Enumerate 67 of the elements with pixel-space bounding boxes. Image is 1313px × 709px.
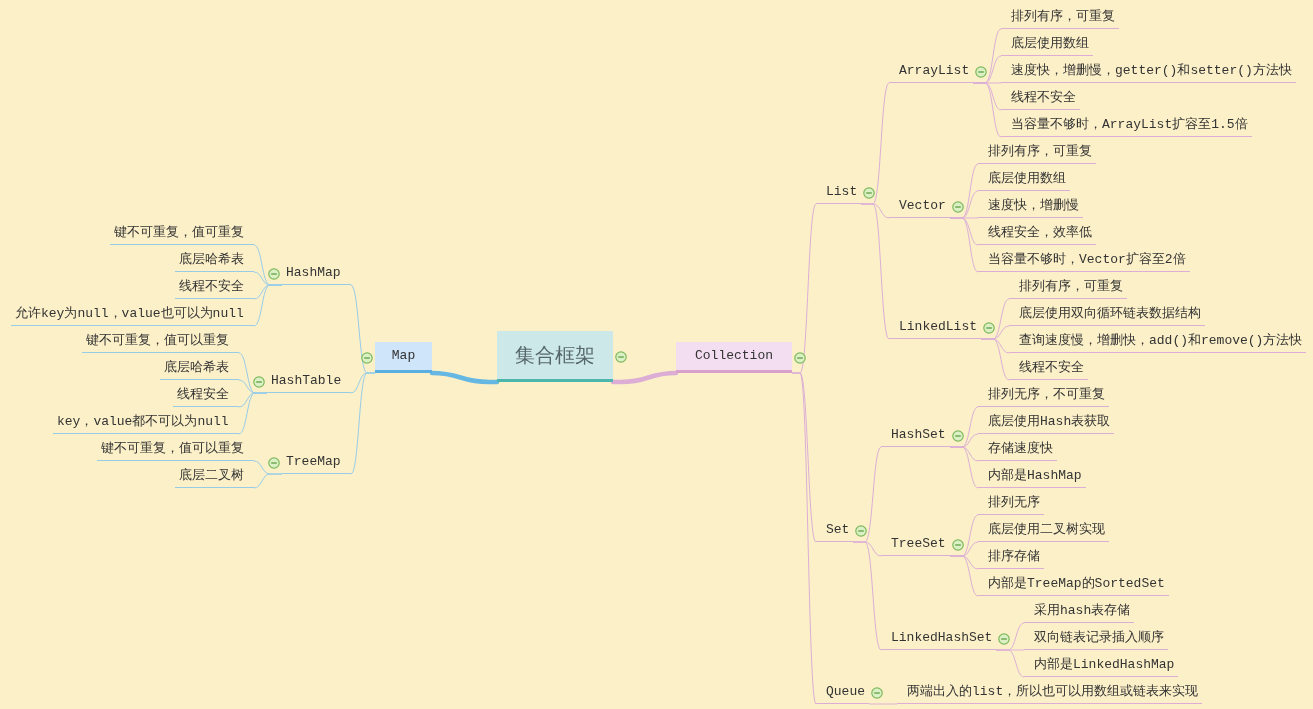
topic-label: LinkedHashSet (881, 628, 997, 650)
branch-line (238, 392, 268, 435)
branch-line (791, 372, 817, 705)
branch-line (995, 649, 1025, 678)
subtopic-label: 允许key为null，value也可以为null (11, 304, 254, 326)
subtopic-label: 排列有序，可重复 (1009, 277, 1127, 299)
subtopic-label: 线程安全 (173, 385, 239, 407)
branch-line (868, 703, 898, 705)
subtopic-label: 排列无序，不可重复 (978, 385, 1109, 407)
subtopic-label: 底层使用数组 (1001, 34, 1093, 56)
subtopic-label: 底层使用数组 (978, 169, 1070, 191)
branch-line (949, 555, 979, 597)
subtopic-label: 两端出入的list，所以也可以用数组或链表来实现 (897, 682, 1203, 704)
topic-label: Queue (816, 682, 869, 704)
subtopic-label: 底层使用二叉树实现 (978, 520, 1109, 542)
subtopic-label: 速度快，增删慢 (978, 196, 1083, 218)
subtopic-label: 键不可重复，值可以重复 (82, 331, 239, 353)
branch-line (610, 370, 679, 385)
subtopic-label: 底层使用双向循环链表数据结构 (1009, 304, 1205, 326)
subtopic-label: 底层使用Hash表获取 (978, 412, 1115, 434)
subtopic-label: 键不可重复，值可以重复 (97, 439, 254, 461)
subtopic-label: 线程不安全 (1009, 358, 1088, 380)
subtopic-label: 线程不安全 (1001, 88, 1080, 110)
branch-line (852, 541, 882, 651)
subtopic-label: 底层二叉树 (175, 466, 254, 488)
topic-label: ArrayList (889, 61, 974, 83)
subtopic-label: 速度快，增删慢，getter()和setter()方法快 (1001, 61, 1296, 83)
topic-label: TreeMap (282, 452, 351, 474)
subtopic-label: 底层哈希表 (175, 250, 254, 272)
branch-line (980, 338, 1010, 381)
subtopic-label: 线程安全，效率低 (978, 223, 1096, 245)
main-topic-box: Map (375, 342, 432, 373)
topic-label: List (816, 182, 862, 204)
subtopic-label: 键不可重复，值可重复 (110, 223, 254, 245)
topic-label: HashTable (267, 371, 352, 393)
subtopic-label: 采用hash表存储 (1024, 601, 1135, 623)
subtopic-label: 排列有序，可重复 (978, 142, 1096, 164)
subtopic-label: key，value都不可以为null (53, 412, 239, 434)
branch-line (429, 370, 500, 385)
central-topic-box: 集合框架 (497, 331, 613, 382)
topic-label: LinkedList (889, 317, 981, 339)
subtopic-label: 底层哈希表 (160, 358, 239, 380)
subtopic-label: 双向链表记录插入顺序 (1024, 628, 1168, 650)
topic-label: HashSet (881, 425, 950, 447)
subtopic-label: 内部是LinkedHashMap (1024, 655, 1179, 677)
main-topic-box: Collection (676, 342, 792, 373)
branch-line (860, 203, 890, 340)
subtopic-label: 排序存储 (978, 547, 1044, 569)
branch-line (949, 446, 979, 489)
branch-line (253, 473, 283, 489)
topic-label: HashMap (282, 263, 351, 285)
subtopic-label: 查询速度慢，增删快，add()和remove()方法快 (1009, 331, 1307, 353)
branch-line (949, 217, 979, 273)
subtopic-label: 线程不安全 (175, 277, 254, 299)
branch-line (350, 372, 376, 475)
subtopic-label: 当容量不够时，ArrayList扩容至1.5倍 (1001, 115, 1252, 137)
subtopic-label: 内部是TreeMap的SortedSet (978, 574, 1169, 596)
subtopic-label: 排列有序，可重复 (1001, 7, 1119, 29)
branch-line (972, 82, 1002, 138)
subtopic-label: 排列无序 (978, 493, 1044, 515)
subtopic-label: 当容量不够时，Vector扩容至2倍 (978, 250, 1190, 272)
topic-label: TreeSet (881, 534, 950, 556)
subtopic-label: 内部是HashMap (978, 466, 1086, 488)
branch-line (253, 284, 283, 327)
topic-label: Set (816, 520, 854, 542)
topic-label: Vector (889, 196, 950, 218)
subtopic-label: 存储速度快 (978, 439, 1057, 461)
